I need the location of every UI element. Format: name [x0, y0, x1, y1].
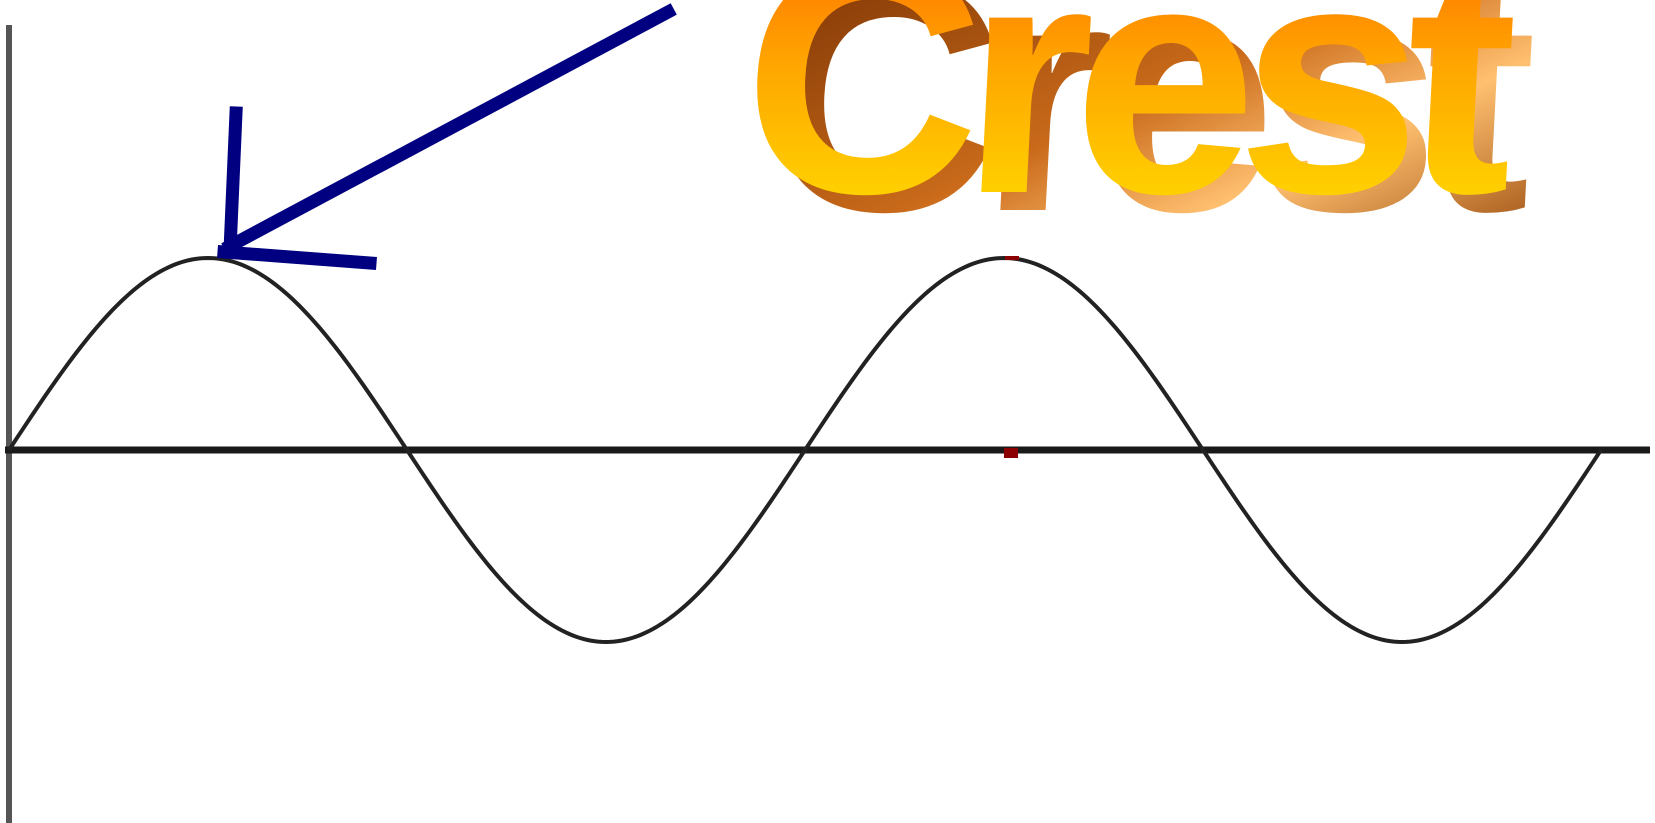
crest-wordart: Crest Crest: [734, 0, 1542, 280]
crest-marker: [1005, 256, 1019, 260]
crest-wordart-face: Crest: [734, 0, 1523, 262]
axis-marker: [1004, 448, 1018, 458]
arrow-icon: [217, 3, 677, 270]
crest-wordart-extrusion: Crest: [753, 0, 1542, 280]
sine-wave: [7, 255, 1603, 645]
